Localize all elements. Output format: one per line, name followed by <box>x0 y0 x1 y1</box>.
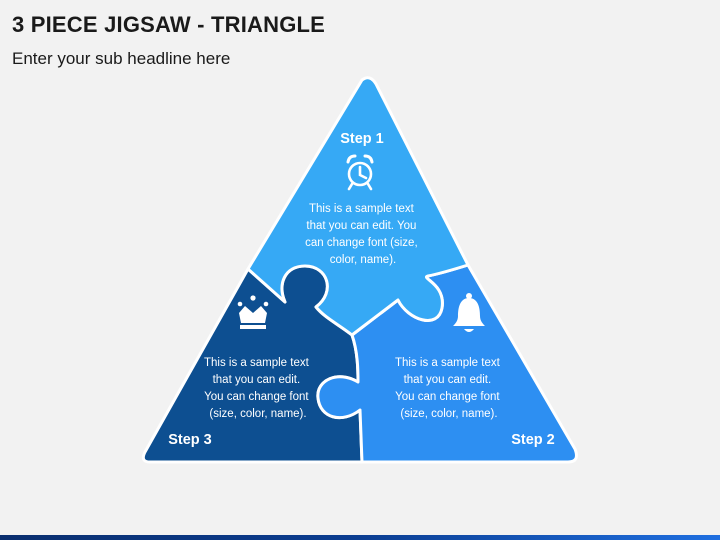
step-2-text-line: that you can edit. <box>404 374 492 386</box>
step-3-text-line: You can change font <box>204 391 309 403</box>
footer-bar <box>0 535 720 540</box>
slide-subtitle: Enter your sub headline here <box>12 49 231 68</box>
bell-icon <box>453 293 485 332</box>
step-1-text-line: color, name). <box>330 254 396 266</box>
step-2-text-line: You can change font <box>395 391 500 403</box>
step-3-text-line: (size, color, name). <box>209 408 306 420</box>
step-3-text-line: This is a sample text <box>204 357 310 369</box>
step-3-text-line: that you can edit. <box>213 374 301 386</box>
puzzle-piece-step-1[interactable] <box>246 76 470 337</box>
step-3-text: This is a sample text that you can edit.… <box>204 357 312 420</box>
step-2-text-line: (size, color, name). <box>400 408 497 420</box>
step-label-1: Step 1 <box>340 131 384 147</box>
slide-title: 3 PIECE JIGSAW - TRIANGLE <box>12 12 326 37</box>
step-1-text-line: that you can edit. You <box>306 220 416 232</box>
step-1-text: This is a sample text that you can edit.… <box>305 203 421 266</box>
alarm-clock-icon <box>346 154 374 191</box>
crown-icon <box>237 295 269 329</box>
step-2-text: This is a sample text that you can edit.… <box>395 357 503 420</box>
step-1-text-line: can change font (size, <box>305 237 418 249</box>
step-2-text-line: This is a sample text <box>395 357 501 369</box>
step-label-3: Step 3 <box>168 432 212 448</box>
step-label-2: Step 2 <box>511 432 555 448</box>
step-1-text-line: This is a sample text <box>309 203 415 215</box>
